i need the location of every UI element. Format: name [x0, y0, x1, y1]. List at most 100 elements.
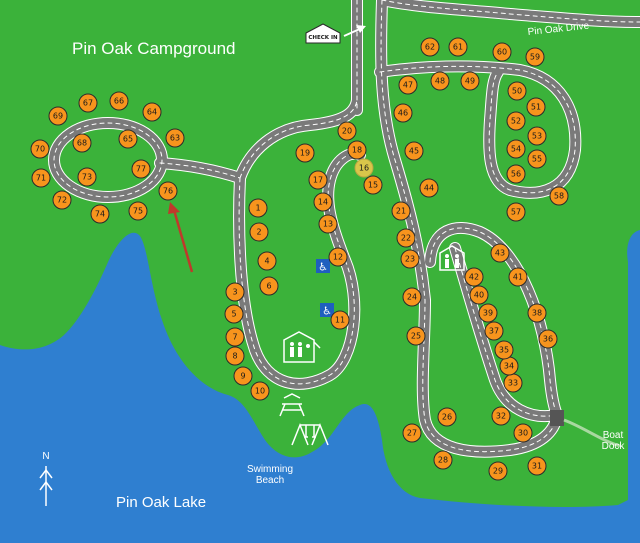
- campsite-number: 76: [163, 187, 173, 196]
- campsite-27[interactable]: 27: [402, 423, 422, 443]
- campsite-11[interactable]: 11: [330, 310, 350, 330]
- campsite-18[interactable]: 18: [347, 140, 367, 160]
- campsite-13[interactable]: 13: [318, 214, 338, 234]
- campsite-61[interactable]: 61: [448, 37, 468, 57]
- campsite-19[interactable]: 19: [295, 143, 315, 163]
- campsite-number: 5: [231, 310, 236, 319]
- campsite-34[interactable]: 34: [499, 356, 519, 376]
- campsite-43[interactable]: 43: [490, 243, 510, 263]
- campsite-number: 8: [232, 352, 237, 361]
- campsite-65[interactable]: 65: [118, 129, 138, 149]
- campsite-66[interactable]: 66: [109, 91, 129, 111]
- campsite-17[interactable]: 17: [308, 170, 328, 190]
- campsite-16[interactable]: 16: [354, 158, 374, 178]
- campsite-2[interactable]: 2: [249, 222, 269, 242]
- campsite-31[interactable]: 31: [527, 456, 547, 476]
- campsite-7[interactable]: 7: [225, 327, 245, 347]
- campsite-36[interactable]: 36: [538, 329, 558, 349]
- campsite-74[interactable]: 74: [90, 204, 110, 224]
- restroom-icon[interactable]: [283, 331, 321, 363]
- campsite-73[interactable]: 73: [77, 167, 97, 187]
- campsite-71[interactable]: 71: [31, 168, 51, 188]
- campsite-55[interactable]: 55: [527, 149, 547, 169]
- campsite-58[interactable]: 58: [549, 186, 569, 206]
- campsite-32[interactable]: 32: [491, 406, 511, 426]
- campsite-40[interactable]: 40: [469, 285, 489, 305]
- campsite-62[interactable]: 62: [420, 37, 440, 57]
- campsite-number: 49: [465, 77, 475, 86]
- campsite-50[interactable]: 50: [507, 81, 527, 101]
- campsite-64[interactable]: 64: [142, 102, 162, 122]
- campsite-76[interactable]: 76: [158, 181, 178, 201]
- campsite-59[interactable]: 59: [525, 47, 545, 67]
- campsite-number: 77: [136, 165, 146, 174]
- campsite-24[interactable]: 24: [402, 287, 422, 307]
- campsite-25[interactable]: 25: [406, 326, 426, 346]
- campsite-number: 17: [313, 176, 323, 185]
- campsite-number: 2: [256, 228, 261, 237]
- boat-dock[interactable]: [550, 410, 621, 448]
- campsite-48[interactable]: 48: [430, 71, 450, 91]
- campsite-52[interactable]: 52: [506, 111, 526, 131]
- campsite-53[interactable]: 53: [527, 126, 547, 146]
- campsite-33[interactable]: 33: [503, 373, 523, 393]
- campsite-49[interactable]: 49: [460, 71, 480, 91]
- campsite-number: 31: [532, 462, 542, 471]
- campsite-70[interactable]: 70: [30, 139, 50, 159]
- campsite-75[interactable]: 75: [128, 201, 148, 221]
- campsite-29[interactable]: 29: [488, 461, 508, 481]
- campsite-number: 6: [266, 282, 271, 291]
- campsite-number: 22: [401, 234, 411, 243]
- campsite-4[interactable]: 4: [257, 251, 277, 271]
- campsite-37[interactable]: 37: [484, 321, 504, 341]
- campsite-8[interactable]: 8: [225, 346, 245, 366]
- campsite-38[interactable]: 38: [527, 303, 547, 323]
- campsite-44[interactable]: 44: [419, 178, 439, 198]
- campsite-1[interactable]: 1: [248, 198, 268, 218]
- campsite-63[interactable]: 63: [165, 128, 185, 148]
- campsite-45[interactable]: 45: [404, 141, 424, 161]
- campsite-72[interactable]: 72: [52, 190, 72, 210]
- campsite-69[interactable]: 69: [48, 106, 68, 126]
- campsite-21[interactable]: 21: [391, 201, 411, 221]
- campsite-60[interactable]: 60: [492, 42, 512, 62]
- campsite-20[interactable]: 20: [337, 121, 357, 141]
- campsite-77[interactable]: 77: [131, 159, 151, 179]
- campsite-39[interactable]: 39: [478, 303, 498, 323]
- restroom-icon-east[interactable]: [439, 245, 465, 271]
- campsite-number: 21: [396, 207, 406, 216]
- campsite-12[interactable]: 12: [328, 247, 348, 267]
- campsite-41[interactable]: 41: [508, 267, 528, 287]
- campsite-22[interactable]: 22: [396, 228, 416, 248]
- campsite-26[interactable]: 26: [437, 407, 457, 427]
- campsite-23[interactable]: 23: [400, 249, 420, 269]
- campsite-56[interactable]: 56: [506, 164, 526, 184]
- campsite-30[interactable]: 30: [513, 423, 533, 443]
- campsite-57[interactable]: 57: [506, 202, 526, 222]
- map-title: Pin Oak Campground: [72, 39, 235, 58]
- campsite-42[interactable]: 42: [464, 267, 484, 287]
- campsite-9[interactable]: 9: [233, 366, 253, 386]
- campsite-6[interactable]: 6: [259, 276, 279, 296]
- campsite-51[interactable]: 51: [526, 97, 546, 117]
- campsite-47[interactable]: 47: [398, 75, 418, 95]
- campsite-14[interactable]: 14: [313, 192, 333, 212]
- campsite-15[interactable]: 15: [363, 175, 383, 195]
- campsite-67[interactable]: 67: [78, 93, 98, 113]
- check-in-sign[interactable]: CHECK IN: [305, 23, 366, 44]
- campsite-54[interactable]: 54: [506, 139, 526, 159]
- campsite-46[interactable]: 46: [393, 103, 413, 123]
- campsite-10[interactable]: 10: [250, 381, 270, 401]
- campsite-number: 58: [554, 192, 564, 201]
- campsite-number: 59: [530, 53, 540, 62]
- campsite-3[interactable]: 3: [225, 282, 245, 302]
- campsite-35[interactable]: 35: [494, 340, 514, 360]
- campsite-28[interactable]: 28: [433, 450, 453, 470]
- campsite-number: 43: [495, 249, 505, 258]
- campsite-number: 30: [518, 429, 528, 438]
- campsite-number: 23: [405, 255, 415, 264]
- campsite-number: 53: [532, 132, 542, 141]
- campsite-68[interactable]: 68: [72, 133, 92, 153]
- campsite-number: 52: [511, 117, 521, 126]
- campsite-5[interactable]: 5: [224, 304, 244, 324]
